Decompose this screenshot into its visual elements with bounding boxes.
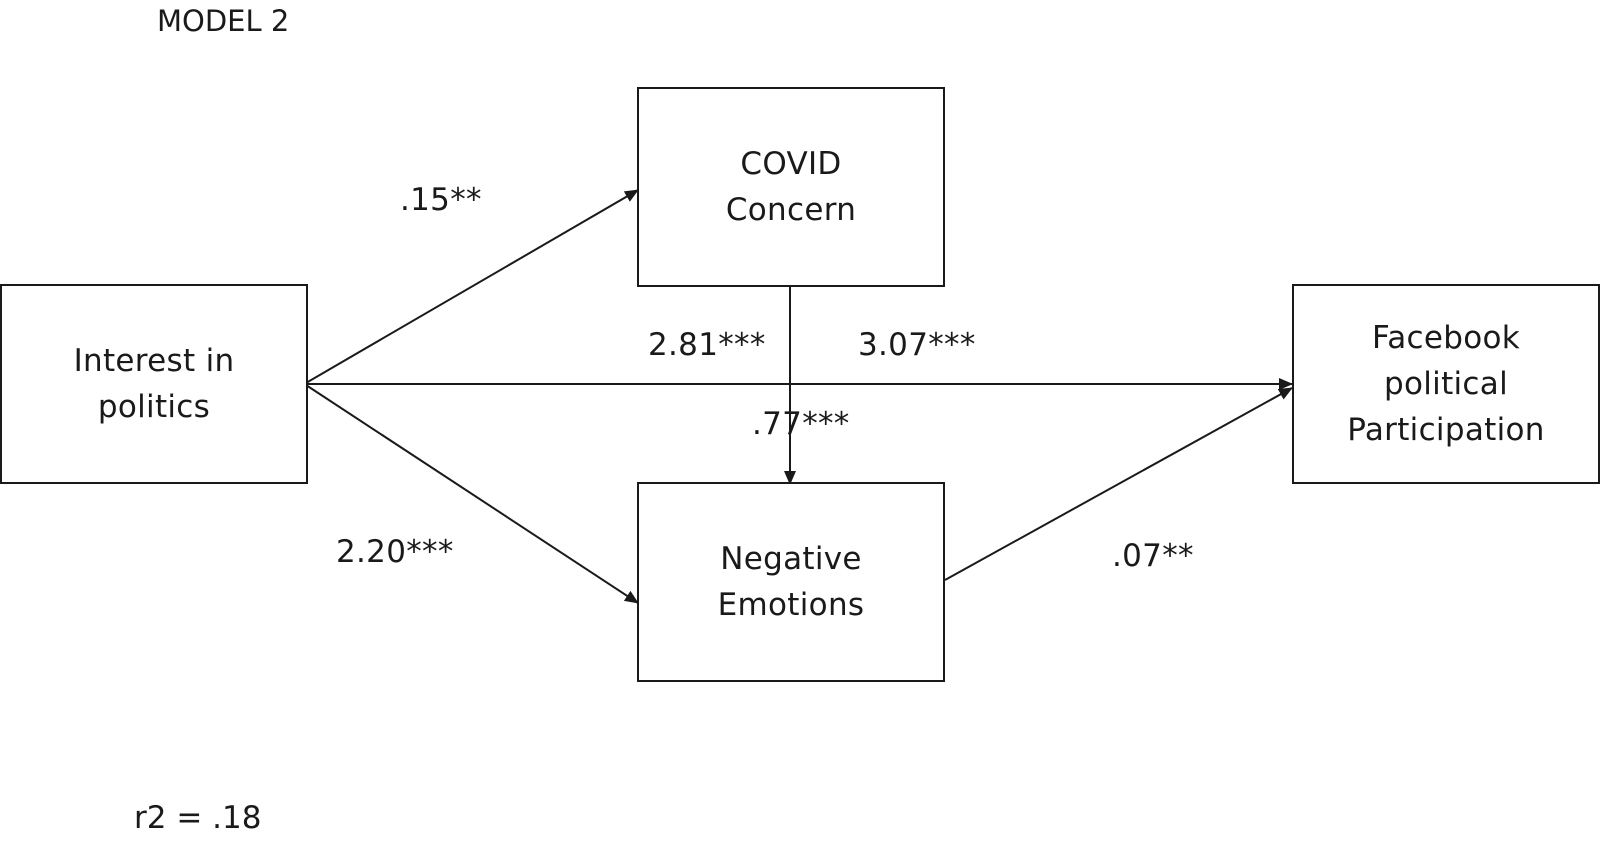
model-title: MODEL 2 (157, 4, 290, 38)
node-interest-in-politics: Interest in politics (0, 284, 308, 484)
node-label: Facebook political Participation (1347, 320, 1545, 448)
node-negative-emotions: Negative Emotions (637, 482, 945, 682)
coefficient-covid-to-negative-left: 2.81*** (648, 327, 766, 363)
coefficient-interest-to-facebook: 3.07*** (858, 327, 976, 363)
coefficient-interest-to-covid: .15** (400, 182, 482, 218)
coefficient-covid-to-negative-mid: .77*** (752, 406, 850, 442)
node-facebook-political-participation: Facebook political Participation (1292, 284, 1600, 484)
node-label: COVID Concern (725, 146, 857, 228)
arrow-negative-to-facebook (944, 387, 1293, 581)
coefficient-negative-to-facebook: .07** (1112, 538, 1194, 574)
node-label: Negative Emotions (717, 541, 865, 623)
node-label: Interest in politics (73, 343, 235, 425)
arrow-interest-to-covid (305, 189, 639, 384)
r-squared-label: r2 = .18 (134, 800, 262, 836)
node-covid-concern: COVID Concern (637, 87, 945, 287)
coefficient-interest-to-negative: 2.20*** (336, 534, 454, 570)
arrow-interest-to-negative (305, 384, 639, 604)
